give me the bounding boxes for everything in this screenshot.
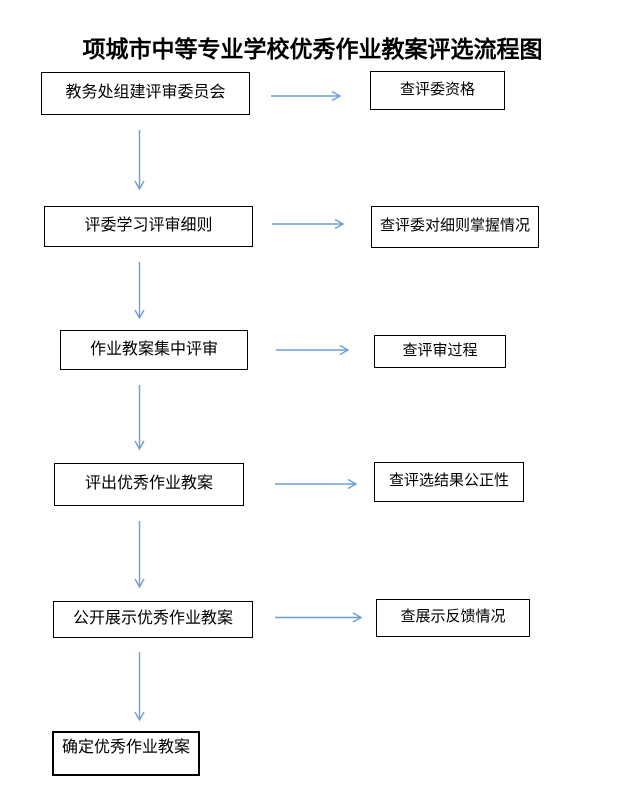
flow-step-box-3: 作业教案集中评审 [60, 330, 248, 370]
flow-step-box-4: 评出优秀作业教案 [54, 463, 244, 506]
check-box-4: 查评选结果公正性 [374, 462, 524, 502]
flowchart-title: 项城市中等专业学校优秀作业教案评选流程图 [82, 37, 543, 62]
check-box-1: 查评委资格 [370, 71, 505, 110]
check-box-5: 查展示反馈情况 [376, 599, 530, 637]
flow-step-box-6: 确定优秀作业教案 [52, 731, 200, 776]
check-box-3: 查评审过程 [374, 335, 506, 368]
check-box-2: 查评委对细则掌握情况 [371, 206, 539, 248]
flow-step-box-5: 公开展示优秀作业教案 [53, 601, 253, 638]
flow-step-box-1: 教务处组建评审委员会 [41, 72, 250, 115]
flow-step-box-2: 评委学习评审细则 [44, 206, 253, 247]
